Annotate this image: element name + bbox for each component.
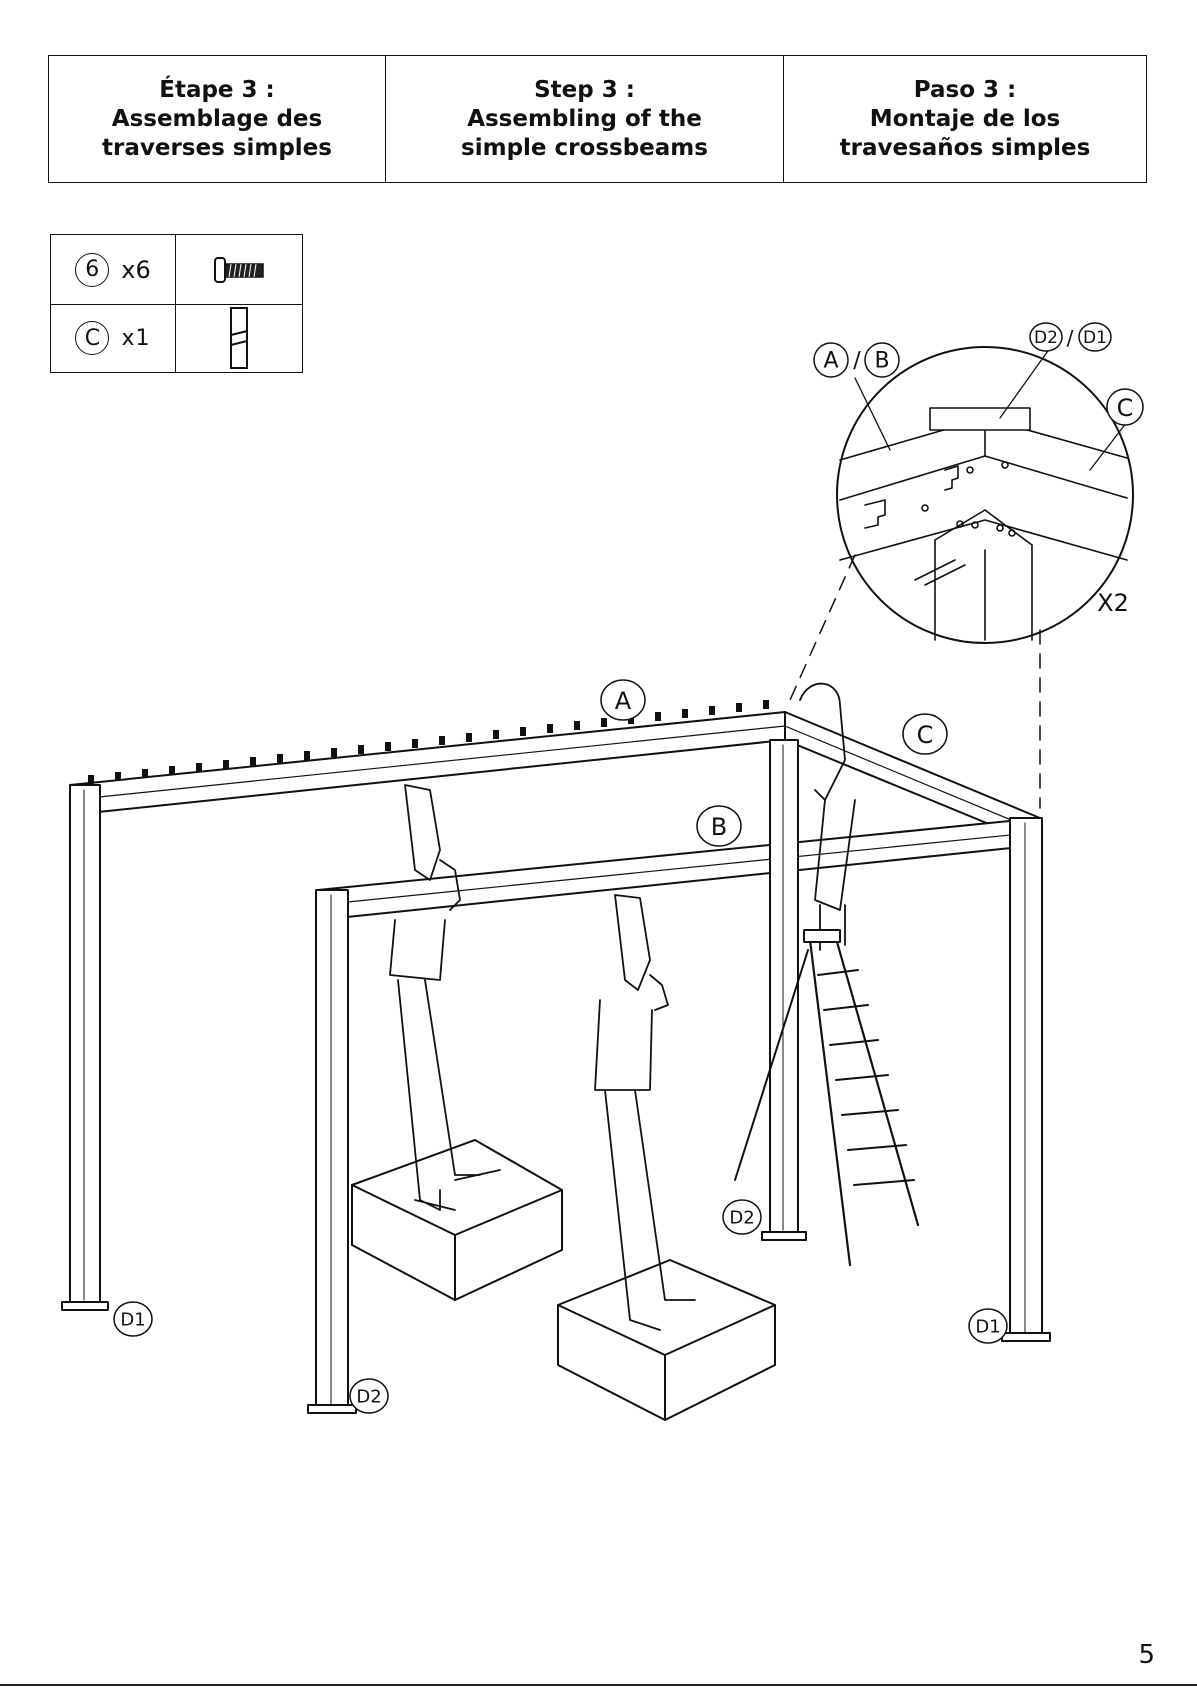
bottom-rule xyxy=(0,1684,1197,1686)
beam-b xyxy=(318,818,1040,920)
detail-label-a: A xyxy=(823,349,838,374)
detail-multiplier: X2 xyxy=(1097,589,1129,617)
post-label-back-left: D1 xyxy=(120,1310,145,1331)
post-back-right xyxy=(762,740,806,1240)
post-label-front-right: D1 xyxy=(975,1317,1000,1338)
beam-label-a: A xyxy=(615,687,632,715)
beam-label-b: B xyxy=(711,813,727,841)
page-number: 5 xyxy=(1138,1640,1155,1670)
detail-label-c: C xyxy=(1117,394,1134,422)
platform-box-left xyxy=(352,1140,562,1300)
detail-separator: / xyxy=(853,349,861,374)
detail-label-b: B xyxy=(874,349,889,374)
post-back-left xyxy=(62,785,108,1310)
platform-box-right xyxy=(558,1260,775,1420)
beam-label-c: C xyxy=(917,721,934,749)
step-ladder xyxy=(735,930,918,1265)
post-front-right xyxy=(1002,818,1050,1341)
post-label-back-right: D2 xyxy=(729,1208,754,1229)
detail-label-d2: D2 xyxy=(1034,328,1058,348)
detail-label-d1: D1 xyxy=(1083,328,1107,348)
beam-a xyxy=(70,700,785,815)
post-label-front-left: D2 xyxy=(356,1387,381,1408)
detail-separator-2: / xyxy=(1067,326,1074,350)
post-front-left xyxy=(308,890,356,1413)
